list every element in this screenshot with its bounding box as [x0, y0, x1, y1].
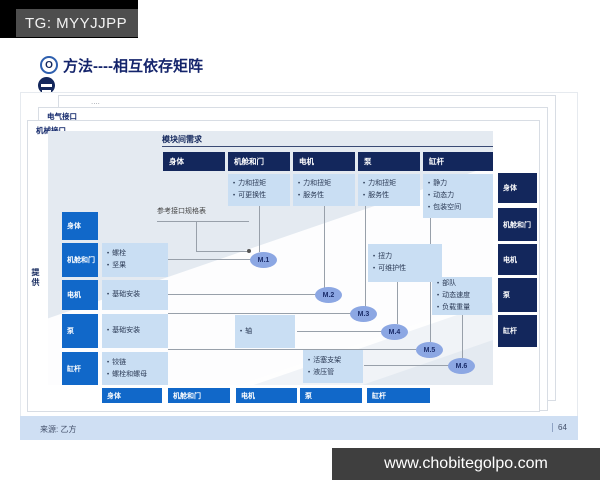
col-header-rod: 缸杆: [423, 152, 493, 171]
bubble-m1: M.1: [250, 252, 277, 268]
cell-bullet: 服务性: [363, 190, 418, 202]
col-cell-pump: 力和扭矩 服务性: [358, 174, 420, 206]
slide-footer-bar: [20, 416, 578, 440]
col-header-cabin-door: 机舱和门: [228, 152, 290, 171]
cell-bullet: 动态力: [428, 190, 491, 202]
cell-bullet: 动态速度: [437, 290, 490, 302]
callout-underline: [157, 221, 249, 222]
row-header-pump: 泵: [62, 314, 98, 348]
cell-bullet: 螺栓: [107, 248, 166, 260]
cell-bullet: 活塞支架: [308, 355, 361, 367]
row-cell-motor: 基础安装: [102, 280, 168, 310]
bottom-header-body: 身体: [102, 388, 162, 403]
cell-bullet: 液压管: [308, 367, 361, 379]
top-axis-rule: [162, 146, 493, 147]
callout-elbow-v: [196, 221, 197, 251]
row-cell-pump: 基础安装: [102, 314, 168, 348]
cell-bullet: 基础安装: [107, 325, 166, 337]
cell-bullet: 静力: [428, 178, 491, 190]
connector-v-m2: [324, 204, 325, 288]
bubble-m5: M.5: [416, 342, 443, 358]
cell-bullet: 扭力: [373, 251, 440, 263]
connector-h-m4: [297, 331, 382, 332]
bubble-m4: M.4: [381, 324, 408, 340]
cell-bullet: 可维护性: [373, 263, 440, 275]
row-header-rod: 缸杆: [62, 352, 98, 385]
bottom-header-motor: 电机: [236, 388, 297, 403]
cell-bullet: 基础安装: [107, 289, 166, 301]
cell-bullet: 包装空间: [428, 202, 491, 214]
bubble-m3: M.3: [350, 306, 377, 322]
top-axis-label: 模块间需求: [162, 135, 202, 144]
row-header-cabin-door: 机舱和门: [62, 243, 98, 277]
col-header-motor: 电机: [293, 152, 355, 171]
cell-bullet: 力和扭矩: [233, 178, 288, 190]
center-cell-shaft: 轴: [235, 315, 295, 348]
center-cell-piston: 活塞支架 液压管: [303, 350, 363, 383]
cell-bullet: 负载重量: [437, 302, 490, 314]
cell-bullet: 可更换性: [233, 190, 288, 202]
connector-h-m3: [168, 313, 351, 314]
bottom-header-pump: 泵: [300, 388, 362, 403]
cell-bullet: 服务性: [298, 190, 353, 202]
col-header-body: 身体: [163, 152, 225, 171]
bottom-header-rod: 缸杆: [367, 388, 430, 403]
right-header-motor: 电机: [498, 244, 537, 275]
connector-v-m1: [259, 204, 260, 252]
tg-watermark-label: TG: MYYJJPP: [16, 9, 138, 37]
connector-v-m6: [462, 315, 463, 358]
right-header-rod: 缸杆: [498, 315, 537, 347]
cell-bullet: 部队: [437, 278, 490, 290]
sheet-back-label: ....: [91, 97, 100, 106]
bubble-m6: M.6: [448, 358, 475, 374]
site-watermark: www.chobitegolpo.com: [332, 448, 600, 480]
center-cell-torque: 扭力 可维护性: [368, 244, 442, 282]
connector-v-m3: [365, 204, 366, 307]
connector-h-m1: [168, 259, 252, 260]
sheet-electrical-label: 电气接口: [47, 112, 77, 121]
right-header-pump: 泵: [498, 278, 537, 312]
cell-bullet: 坚果: [107, 260, 166, 272]
bubble-m2: M.2: [315, 287, 342, 303]
row-cell-cabin-door: 螺栓 坚果: [102, 243, 168, 277]
footer-source: 来源: 乙方: [40, 425, 77, 434]
callout-endpoint-dot: [247, 249, 251, 253]
center-cell-forces: 部队 动态速度 负载重量: [432, 277, 492, 315]
col-cell-cabin-door: 力和扭矩 可更换性: [228, 174, 290, 206]
cell-bullet: 轴: [240, 326, 293, 338]
footer-page-number: 64: [552, 423, 567, 432]
col-cell-rod: 静力 动态力 包装空间: [423, 174, 493, 218]
page-title: 方法----相互依存矩阵: [63, 58, 203, 75]
cell-bullet: 螺栓和螺母: [107, 369, 166, 381]
sheet-mechanical-label: 机械接口: [36, 125, 66, 136]
left-axis-label: 提供: [31, 268, 40, 288]
row-header-body: 身体: [62, 212, 98, 240]
col-cell-motor: 力和扭矩 服务性: [293, 174, 355, 206]
minus-circle-icon: [38, 77, 55, 94]
connector-h-m6: [364, 365, 449, 366]
callout-label: 参考接口规格表: [157, 208, 206, 215]
right-header-body: 身体: [498, 173, 537, 203]
connector-v-m4: [397, 282, 398, 324]
col-header-pump: 泵: [358, 152, 420, 171]
bottom-header-cabin-door: 机舱和门: [168, 388, 230, 403]
callout-elbow-h: [196, 251, 250, 252]
cell-bullet: 力和扭矩: [363, 178, 418, 190]
row-cell-rod: 铰链 螺栓和螺母: [102, 352, 168, 385]
connector-h-m5: [168, 349, 416, 350]
right-header-cabin-door: 机舱和门: [498, 208, 537, 241]
cell-bullet: 力和扭矩: [298, 178, 353, 190]
connector-h-m2: [168, 294, 316, 295]
row-header-motor: 电机: [62, 280, 98, 310]
title-bullet-o-icon: O: [40, 56, 58, 74]
cell-bullet: 铰链: [107, 357, 166, 369]
